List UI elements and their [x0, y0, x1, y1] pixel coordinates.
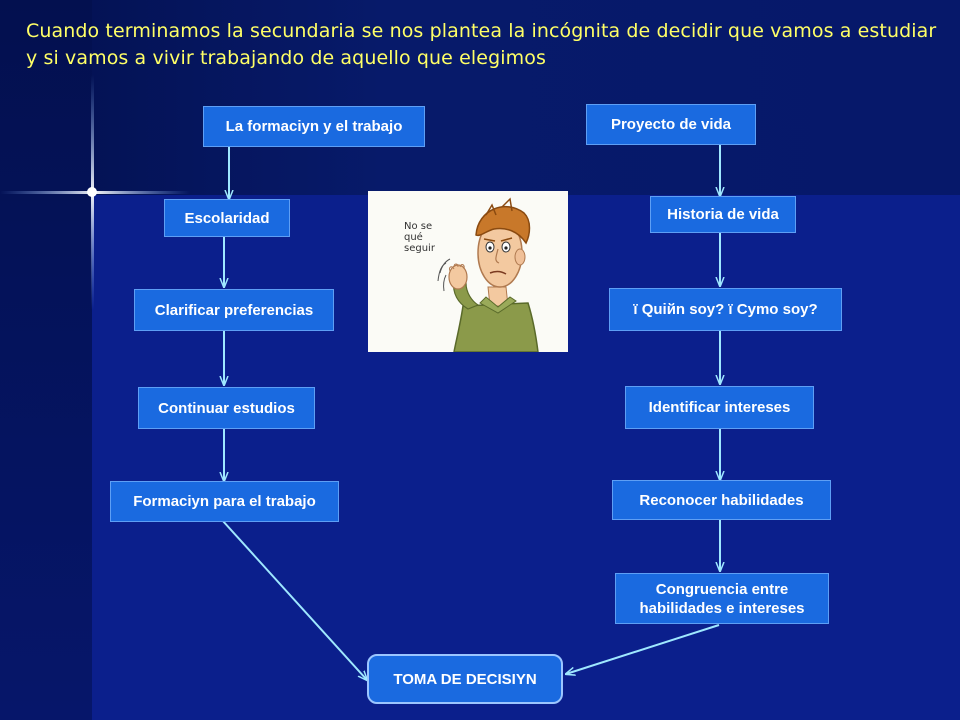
box-historia-de-vida: Historia de vida	[650, 196, 796, 233]
box-proyecto-de-vida: Proyecto de vida	[586, 104, 756, 145]
background-left-band	[0, 0, 92, 720]
box-congruencia-line1: Congruencia entre	[655, 580, 789, 598]
arrow-right-final	[566, 624, 720, 674]
box-congruencia-line2: habilidades e intereses	[639, 599, 805, 617]
sparkle-decoration	[0, 75, 190, 310]
box-escolaridad: Escolaridad	[164, 199, 290, 237]
confused-person-drawing	[437, 197, 539, 352]
box-formacion-trabajo: La formaciyn y el trabajo	[203, 106, 425, 147]
box-identificar-intereses: Identificar intereses	[625, 386, 814, 429]
header-text: Cuando terminamos la secundaria se nos p…	[26, 20, 937, 69]
background-top	[0, 0, 960, 195]
box-continuar-estudios: Continuar estudios	[138, 387, 315, 429]
box-reconocer-habilidades: Reconocer habilidades	[612, 480, 831, 520]
box-toma-de-decision: TOMA DE DECISIYN	[367, 654, 563, 704]
illustration-caption: No se qué seguir	[404, 221, 435, 254]
box-quien-soy: ï Quiйn soy? ï Cymo soy?	[609, 288, 842, 331]
box-formacion-para-trabajo: Formaciyn para el trabajo	[110, 481, 339, 522]
illustration-confused-person: No se qué seguir	[368, 191, 568, 352]
arrow-left-final	[221, 519, 367, 680]
box-congruencia: Congruencia entre habilidades e interese…	[615, 573, 829, 624]
box-clarificar-preferencias: Clarificar preferencias	[134, 289, 334, 331]
